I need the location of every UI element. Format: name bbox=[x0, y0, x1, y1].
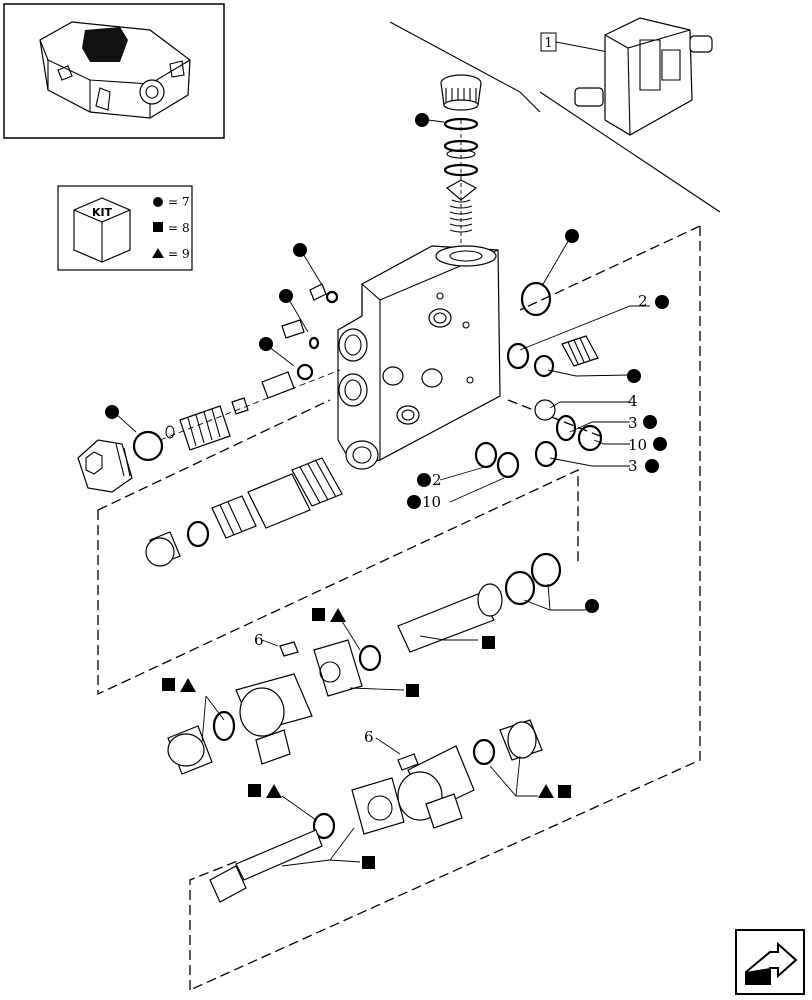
callout-symbols bbox=[105, 113, 669, 869]
callout-6-upper: 6 bbox=[254, 631, 264, 649]
top-plug-stack bbox=[440, 74, 482, 246]
callout-2-lower: 2 bbox=[432, 471, 442, 489]
spool-assembly bbox=[145, 457, 343, 567]
callout-10-left: 10 bbox=[422, 493, 441, 511]
assembly-reference: 1 bbox=[389, 17, 721, 213]
next-page-arrow-icon bbox=[745, 941, 798, 985]
kit-legend: KIT = 7 = 8 = 9 bbox=[57, 185, 193, 271]
callout-4: 4 bbox=[628, 392, 638, 410]
assembly-dashed-outline bbox=[97, 225, 701, 991]
valve-body bbox=[337, 245, 501, 470]
kit-entry-circle: 7 bbox=[182, 195, 190, 209]
leader-lines bbox=[115, 119, 650, 867]
callout-numbers: 2 3 4 10 3 2 10 6 6 bbox=[254, 292, 648, 746]
svg-text:=: = bbox=[168, 221, 178, 235]
callout-10-right: 10 bbox=[628, 436, 647, 454]
callout-3-lower: 3 bbox=[628, 457, 638, 475]
svg-text:=: = bbox=[168, 247, 178, 261]
kit-entry-square: 8 bbox=[182, 221, 190, 235]
reference-box-label: 1 bbox=[544, 36, 552, 51]
overview-thumbnail[interactable] bbox=[3, 3, 225, 139]
next-page-button[interactable] bbox=[735, 929, 805, 995]
lower-assembly bbox=[167, 552, 562, 903]
right-rings bbox=[474, 281, 603, 479]
callout-6-lower: 6 bbox=[364, 728, 374, 746]
square-symbol-icon bbox=[153, 222, 163, 232]
left-fittings bbox=[77, 283, 341, 493]
circle-symbol-icon bbox=[153, 197, 163, 207]
svg-text:=: = bbox=[168, 195, 178, 209]
kit-entry-triangle: 9 bbox=[182, 247, 190, 261]
triangle-symbol-icon bbox=[152, 248, 164, 258]
kit-label: KIT bbox=[92, 206, 113, 219]
callout-3-upper: 3 bbox=[628, 414, 638, 432]
callout-2-upper: 2 bbox=[638, 292, 648, 310]
